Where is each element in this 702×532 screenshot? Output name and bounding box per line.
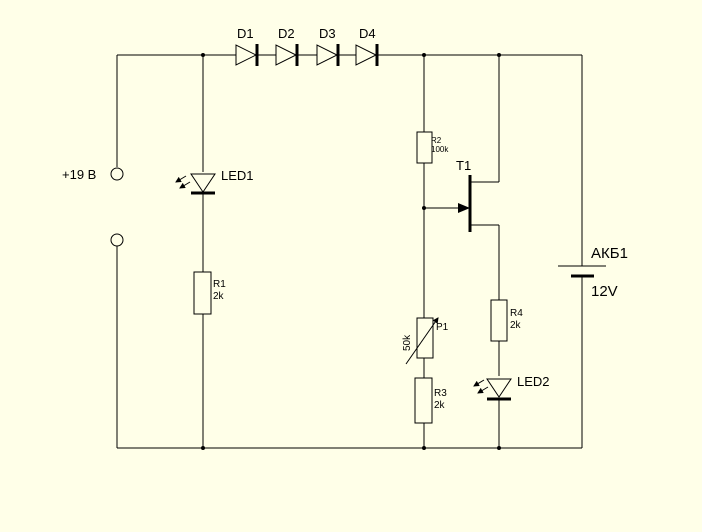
terminal-minus xyxy=(110,233,124,247)
junction-dot xyxy=(497,446,501,450)
r1-label: R1 xyxy=(213,279,226,290)
power-input: +19 В xyxy=(62,167,124,247)
resistor-r3: R3 2k xyxy=(414,377,447,424)
junction-dot xyxy=(201,53,205,57)
wires xyxy=(116,54,583,449)
junction-dot xyxy=(422,53,426,57)
led2-label: LED2 xyxy=(517,374,550,389)
battery-voltage: 12V xyxy=(591,283,618,300)
led1-label: LED1 xyxy=(221,168,254,183)
variable-arrow-icon xyxy=(405,317,439,365)
battery-akb1: АКБ1 12V xyxy=(558,245,628,300)
r3-value: 2k xyxy=(434,400,446,411)
resistor-r4: R4 2k xyxy=(490,299,523,342)
light-arrow-icon xyxy=(477,386,489,394)
r4-label: R4 xyxy=(510,308,523,319)
diode-label: D2 xyxy=(278,26,295,41)
battery-label: АКБ1 xyxy=(591,245,628,262)
junction-dot xyxy=(497,53,501,57)
junction-dot xyxy=(422,206,426,210)
r4-value: 2k xyxy=(510,320,522,331)
p1-value: 50k xyxy=(402,334,413,351)
light-arrow-icon xyxy=(175,175,187,183)
p1-label: P1 xyxy=(436,322,449,333)
diode-d1: D1 xyxy=(235,26,276,66)
diode-label: D4 xyxy=(359,26,376,41)
terminal-plus xyxy=(110,167,124,181)
diode-d4: D4 xyxy=(355,26,379,66)
diode-label: D3 xyxy=(319,26,336,41)
light-arrow-icon xyxy=(473,379,485,387)
r2-value: 100k xyxy=(431,145,449,154)
transistor-t1: T1 xyxy=(456,158,499,232)
source-label: +19 В xyxy=(62,167,96,182)
diode-d2: D2 xyxy=(275,26,317,66)
r3-label: R3 xyxy=(434,388,447,399)
diode-label: D1 xyxy=(237,26,254,41)
r2-label: R2 xyxy=(431,136,442,145)
t1-label: T1 xyxy=(456,158,471,173)
light-arrow-icon xyxy=(179,181,191,189)
resistor-r2: R2 100k xyxy=(416,131,449,164)
led2: LED2 xyxy=(473,374,550,401)
junction-dots xyxy=(201,53,501,450)
resistor-r1: R1 2k xyxy=(193,271,226,315)
potentiometer-p1: P1 50k xyxy=(402,317,449,365)
junction-dot xyxy=(422,446,426,450)
r1-value: 2k xyxy=(213,291,225,302)
led1: LED1 xyxy=(175,168,254,195)
junction-dot xyxy=(201,446,205,450)
diode-d3: D3 xyxy=(316,26,356,66)
